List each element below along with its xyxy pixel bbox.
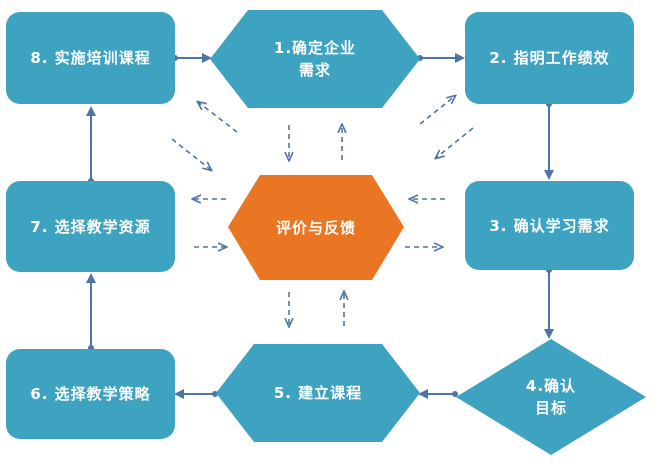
step-8-box xyxy=(6,12,175,104)
feedback-diag-ur-out xyxy=(419,96,455,125)
step-7-label: 7. 选择教学资源 xyxy=(30,217,151,236)
center-label: 评价与反馈 xyxy=(275,218,356,237)
step-2-box xyxy=(465,12,634,104)
step-8-node: 8. 实施培训课程 xyxy=(6,12,175,104)
step-5-node: 5. 建立课程 xyxy=(216,344,420,442)
step-3-box xyxy=(465,181,634,270)
step-1-hexagon xyxy=(210,10,420,108)
step-8-label: 8. 实施培训课程 xyxy=(30,49,151,67)
step-6-box xyxy=(6,349,175,439)
feedback-diag-ur-in xyxy=(436,127,474,158)
flow-arrows xyxy=(86,53,554,399)
feedback-diag-ul-in xyxy=(171,138,211,170)
step-4-node: 4.确认 目标 xyxy=(456,339,646,455)
step-1-label: 1.确定企业 需求 xyxy=(273,39,357,79)
step-6-node: 6. 选择教学策略 xyxy=(6,349,175,439)
step-3-node: 3. 确认学习需求 xyxy=(465,181,634,270)
step-2-label: 2. 指明工作绩效 xyxy=(489,49,610,67)
center-node: 评价与反馈 xyxy=(228,175,404,280)
step-2-node: 2. 指明工作绩效 xyxy=(465,12,634,104)
step-5-hexagon xyxy=(216,344,420,442)
step-1-node: 1.确定企业 需求 xyxy=(210,10,420,108)
feedback-arrows xyxy=(171,96,474,326)
step-4-label: 4.确认 目标 xyxy=(525,377,577,417)
step-5-label: 5. 建立课程 xyxy=(273,384,363,402)
step-7-box xyxy=(6,181,175,272)
step-7-node: 7. 选择教学资源 xyxy=(6,181,175,272)
step-3-label: 3. 确认学习需求 xyxy=(489,216,610,235)
step-4-diamond xyxy=(456,339,646,455)
center-hexagon xyxy=(228,175,404,280)
step-6-label: 6. 选择教学策略 xyxy=(30,385,151,403)
